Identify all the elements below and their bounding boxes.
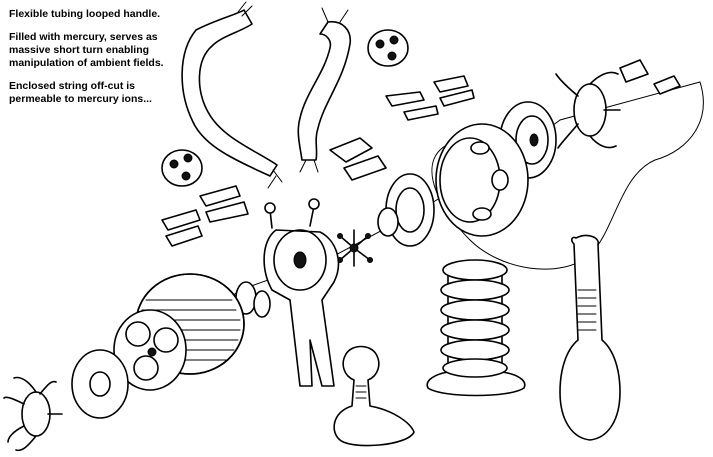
spiked-wheel-bottom — [3, 376, 63, 452]
cage-drum — [435, 123, 529, 237]
clip-parts-lower — [161, 185, 249, 247]
annotation-tubing: Flexible tubing looped handle. — [9, 8, 161, 20]
annotation-string: Enclosed string off-cut is permeable to … — [9, 80, 152, 105]
fork-handle — [263, 198, 340, 387]
spool-mount-middle — [377, 173, 435, 247]
flexible-tubing-handle-right — [297, 7, 352, 173]
front-disc — [71, 349, 129, 419]
hub-nut-left — [161, 149, 203, 187]
ribbed-bellows — [426, 259, 526, 397]
lobe-cage — [113, 309, 187, 391]
clip-parts-middle — [329, 137, 387, 181]
annotation-mercury: Filled with mercury, serves as massive s… — [9, 31, 164, 69]
hub-nut-top — [367, 29, 409, 67]
annotation-block: Flexible tubing looped handle. Filled wi… — [9, 8, 209, 116]
spiked-wheel-top — [555, 71, 621, 149]
flexible-tubing-handle-left — [181, 1, 283, 189]
ball-knob-stand — [333, 345, 415, 447]
clip-parts-upper — [385, 59, 681, 121]
star-spider — [337, 229, 373, 267]
paddle-probe — [559, 234, 621, 441]
